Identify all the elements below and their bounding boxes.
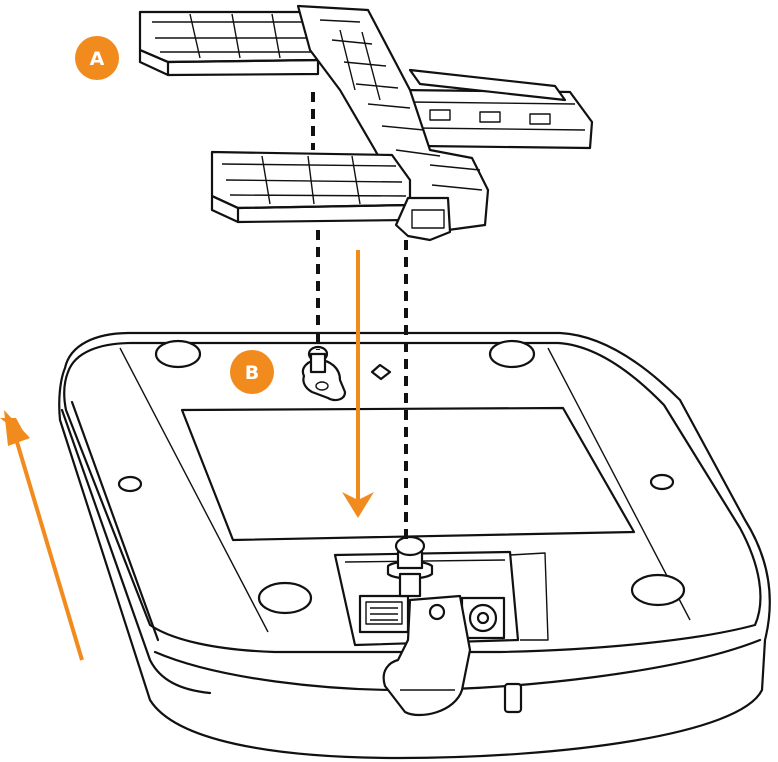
reset-slot: [505, 684, 521, 712]
rubber-foot: [259, 583, 311, 613]
callout-a-label: A: [90, 48, 105, 70]
side-slot: [651, 475, 673, 489]
access-point-body: [59, 333, 770, 758]
bracket-arm-upper: [140, 12, 318, 75]
mounting-bracket: [140, 6, 592, 240]
bracket-arm-lower: [212, 152, 410, 222]
rubber-foot: [156, 341, 200, 367]
callout-a-badge: A: [75, 36, 119, 80]
rubber-foot: [632, 575, 684, 605]
rubber-foot: [490, 341, 534, 367]
callout-b-label: B: [245, 362, 259, 384]
bracket-clip: [396, 198, 450, 240]
side-slot: [119, 477, 141, 491]
ceiling-rail: [400, 70, 592, 148]
callout-b-badge: B: [230, 350, 274, 394]
